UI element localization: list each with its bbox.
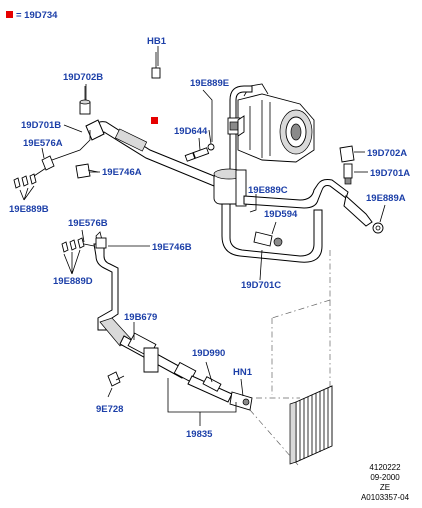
legend: = 19D734 bbox=[6, 10, 58, 21]
reference-lines bbox=[249, 250, 331, 466]
legend-marker bbox=[6, 11, 13, 18]
right-hose bbox=[243, 145, 384, 234]
callout-19e746a: 19E746A bbox=[102, 167, 142, 178]
callout-19e889e: 19E889E bbox=[190, 78, 229, 89]
condenser-core bbox=[289, 385, 333, 465]
callout-19e889c: 19E889C bbox=[248, 185, 288, 196]
callout-19d702b: 19D702B bbox=[63, 72, 103, 83]
ref-line-1: 4120222 bbox=[369, 463, 401, 472]
ref-line-4: A0103357-04 bbox=[361, 493, 410, 502]
upper-left-fittings bbox=[13, 130, 99, 189]
legend-label: = 19D734 bbox=[16, 10, 58, 21]
callout-19d701a: 19D701A bbox=[370, 168, 410, 179]
callout-19d701c: 19D701C bbox=[241, 280, 281, 291]
manifold-body bbox=[237, 83, 315, 163]
top-small-parts bbox=[79, 52, 245, 162]
callout-9e728: 9E728 bbox=[96, 404, 123, 415]
ref-line-3: ZE bbox=[380, 483, 390, 492]
reference-block: 4120222 09-2000 ZE A0103357-04 bbox=[361, 463, 410, 502]
lower-hose-assembly bbox=[61, 231, 253, 411]
central-canister bbox=[213, 168, 247, 207]
callout-19835: 19835 bbox=[186, 429, 213, 440]
red-marker-19d734 bbox=[151, 117, 158, 124]
callout-19d990: 19D990 bbox=[192, 348, 225, 359]
callout-19e889b: 19E889B bbox=[9, 204, 49, 215]
callout-19e576b: 19E576B bbox=[68, 218, 108, 229]
lower-right-hose bbox=[221, 203, 323, 263]
callout-19d644: 19D644 bbox=[174, 126, 208, 137]
callout-19d701b: 19D701B bbox=[21, 120, 61, 131]
leader-lines bbox=[19, 46, 386, 426]
callout-labels: HB1 19D702B 19E889E 19D701B 19D644 19E57… bbox=[9, 36, 410, 440]
callout-19d594: 19D594 bbox=[264, 209, 298, 220]
callout-19e889a: 19E889A bbox=[366, 193, 406, 204]
callout-19e889d: 19E889D bbox=[53, 276, 93, 287]
callout-19e576a: 19E576A bbox=[23, 138, 63, 149]
callout-19d702a: 19D702A bbox=[367, 148, 407, 159]
callout-hb1: HB1 bbox=[147, 36, 167, 47]
callout-19b679: 19B679 bbox=[124, 312, 157, 323]
callout-hn1: HN1 bbox=[233, 367, 253, 378]
callout-19e746b: 19E746B bbox=[152, 242, 192, 253]
ref-line-2: 09-2000 bbox=[370, 473, 400, 482]
